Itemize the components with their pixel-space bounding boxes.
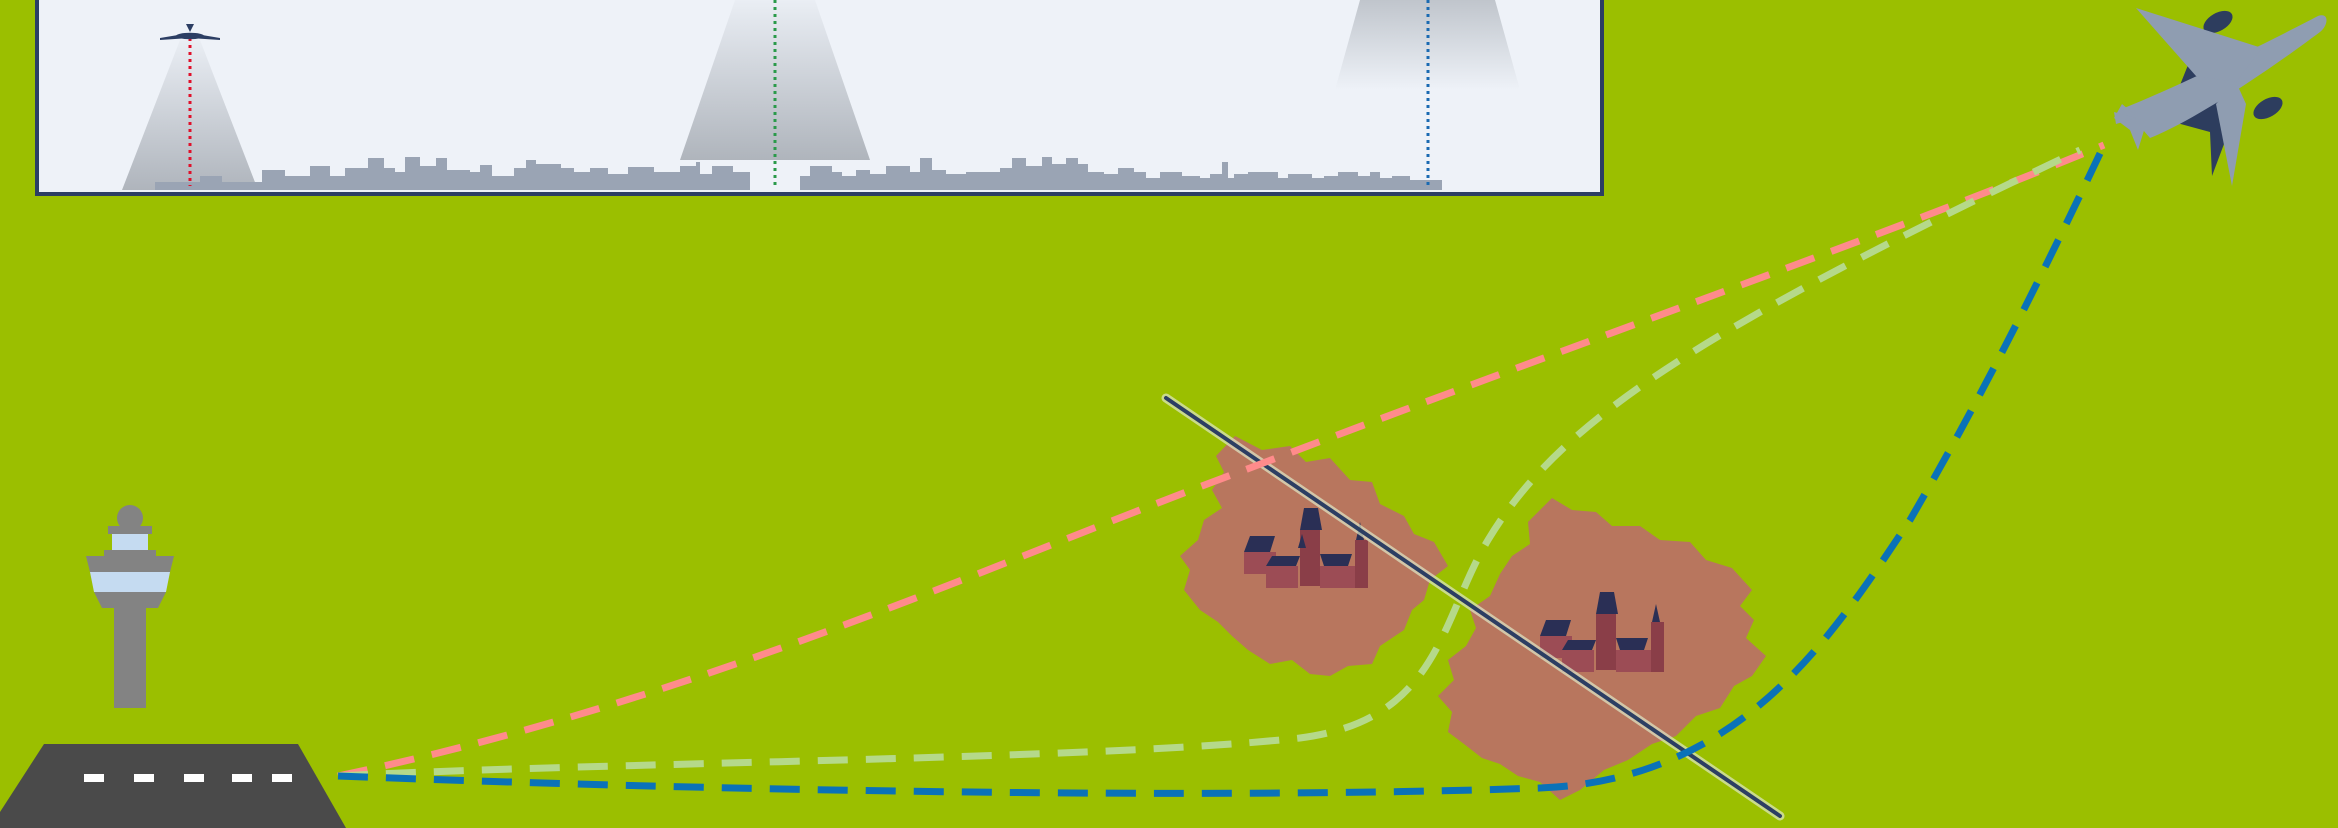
control-tower-icon: [86, 505, 174, 708]
skyline-panel: [37, 0, 1602, 194]
airplane-icon: [2114, 6, 2327, 186]
town-left: [1180, 436, 1448, 676]
runway-icon: [0, 744, 346, 828]
route-green: [338, 150, 2080, 776]
route-blue: [338, 145, 2104, 793]
